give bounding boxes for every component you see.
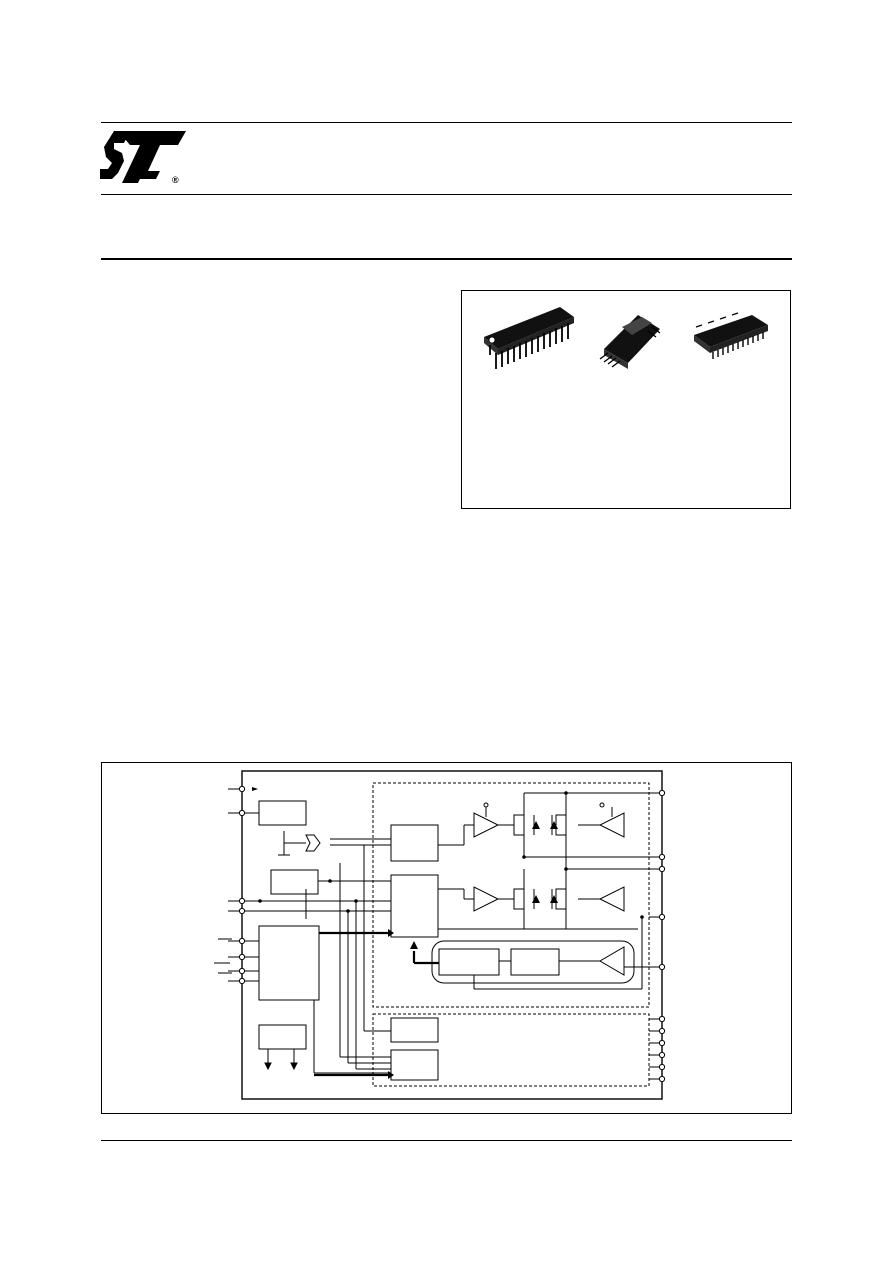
package-images-panel bbox=[461, 290, 791, 509]
so-package-icon bbox=[694, 312, 768, 359]
title-bottom-rule bbox=[101, 258, 792, 260]
dip-package-icon bbox=[484, 307, 574, 369]
block-diagram-icon bbox=[214, 770, 666, 1100]
block-diagram-frame bbox=[101, 762, 792, 1114]
power-so-package-icon bbox=[599, 315, 661, 369]
header-divider-rule bbox=[101, 194, 792, 195]
st-logo-icon: ® bbox=[100, 131, 186, 187]
footer-rule bbox=[101, 1140, 792, 1141]
registered-mark: ® bbox=[172, 175, 179, 185]
top-rule bbox=[101, 122, 792, 123]
